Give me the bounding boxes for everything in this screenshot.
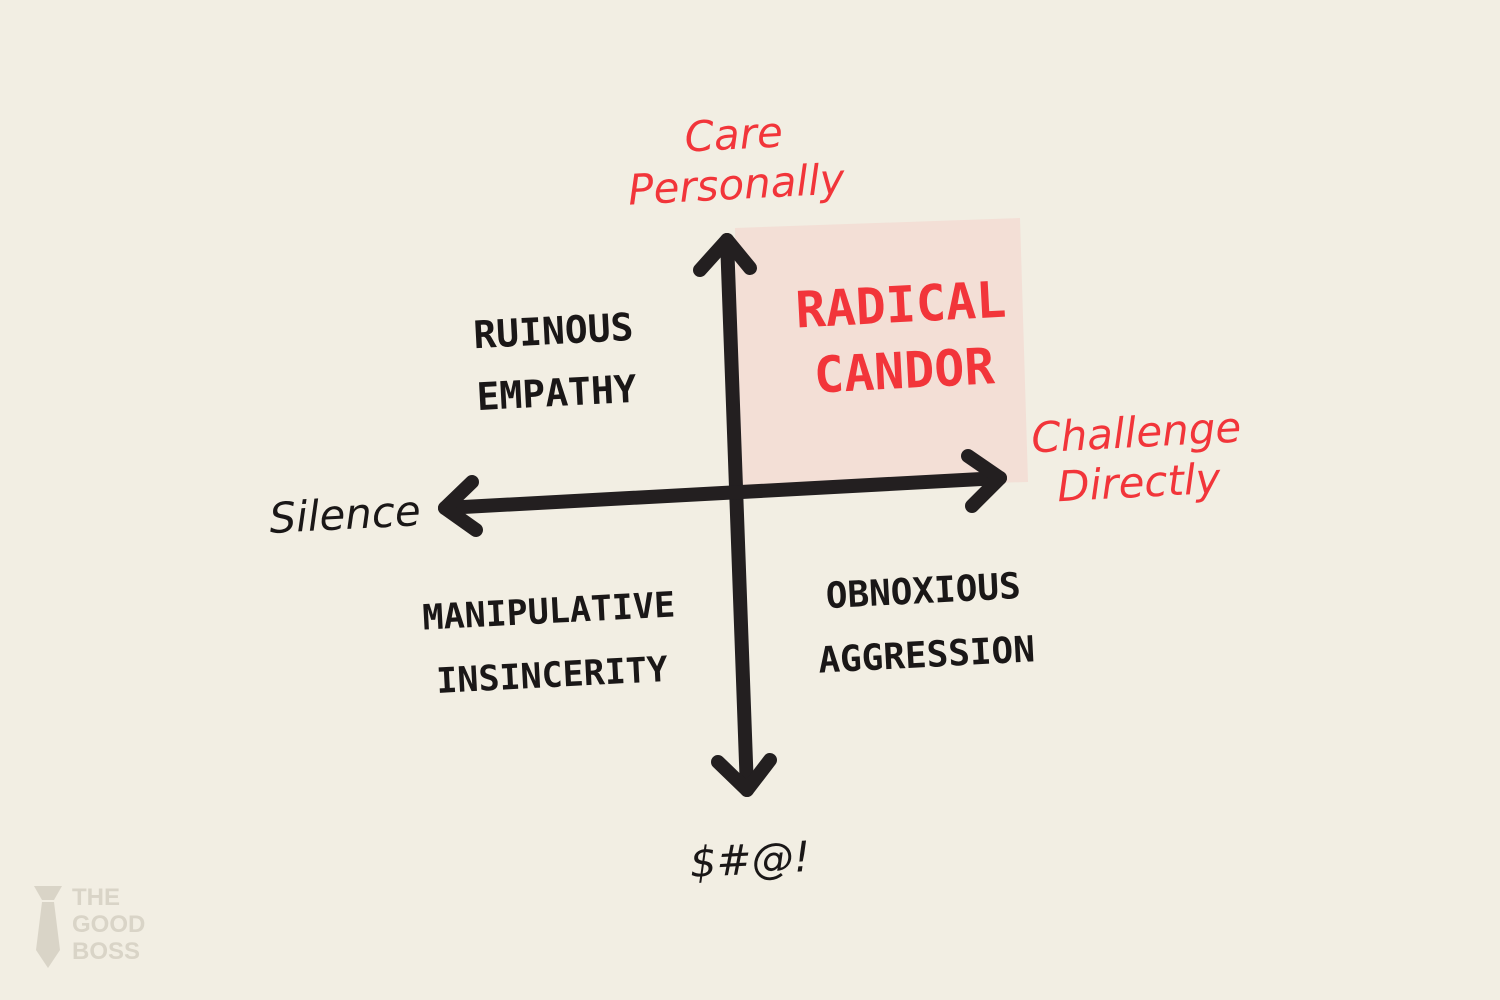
axis-label-care-personally: Care Personally xyxy=(603,103,868,216)
axis-label-silence: Silence xyxy=(268,486,422,543)
quadrant-obnoxious-aggression: OBNOXIOUS AGGRESSION xyxy=(782,553,1068,695)
axis-label-challenge-directly: Challenge Directly xyxy=(1023,402,1253,514)
quadrant-ruinous-line2: EMPATHY xyxy=(475,366,638,420)
quadrant-radical-candor: RADICAL CANDOR xyxy=(772,265,1034,410)
logo-line3: BOSS xyxy=(72,938,141,965)
quadrant-radical-line2: CANDOR xyxy=(812,337,996,405)
tie-icon xyxy=(34,886,62,968)
axis-label-bottom-symbol: $#@! xyxy=(688,831,812,888)
horizontal-axis-left-arrowhead xyxy=(438,475,483,537)
radical-candor-highlight xyxy=(735,218,1028,490)
vertical-axis-top-arrowhead xyxy=(693,233,757,277)
vertical-axis-bottom-arrowhead xyxy=(711,753,777,797)
quadrant-manipulative-insincerity: MANIPULATIVE INSINCERITY xyxy=(395,572,706,716)
logo-text: THE GOOD BOSS xyxy=(72,884,145,965)
quadrant-ruinous-empathy: RUINOUS EMPATHY xyxy=(432,294,678,430)
the-good-boss-logo: THE GOOD BOSS xyxy=(32,884,145,970)
horizontal-axis xyxy=(438,471,1007,515)
vertical-axis xyxy=(720,233,754,797)
logo-line2: GOOD xyxy=(72,911,146,938)
logo-line1: THE xyxy=(72,884,120,911)
horizontal-axis-right-arrowhead xyxy=(961,449,1007,513)
